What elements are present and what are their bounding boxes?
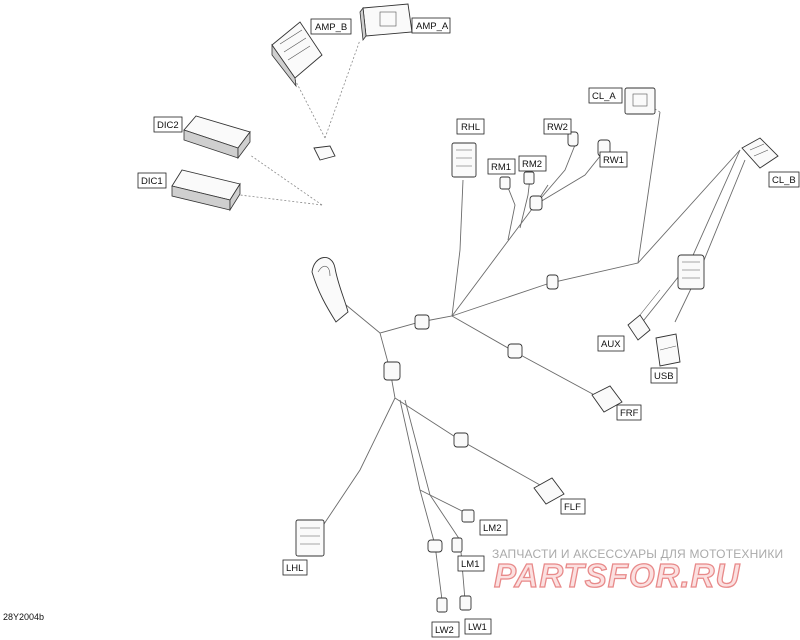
svg-text:CL_B: CL_B [772,175,796,186]
dic1-module [171,169,241,212]
usb-socket [655,333,681,367]
rw2-connector [567,131,579,147]
svg-text:LW1: LW1 [468,622,487,633]
svg-text:FLF: FLF [564,502,581,513]
svg-text:FRF: FRF [620,408,639,419]
label-lw2: LW2 [431,621,460,638]
label-rw1: RW1 [599,151,628,168]
label-flf: FLF [560,498,586,515]
amp-b-module [271,21,323,88]
svg-text:RM2: RM2 [522,159,542,170]
label-dic1: DIC1 [137,172,167,189]
label-cl-b: CL_B [768,171,800,188]
svg-text:USB: USB [654,371,674,382]
label-frf: FRF [616,404,642,421]
svg-text:LM2: LM2 [483,523,501,534]
svg-text:DIC2: DIC2 [157,120,179,131]
label-rm2: RM2 [518,155,547,172]
svg-text:LHL: LHL [286,563,303,574]
rhl-connector [451,142,477,178]
headlight-wire-conduit [311,257,349,323]
svg-text:RM1: RM1 [491,162,511,173]
lm1-connector [451,537,463,553]
svg-text:LW2: LW2 [435,625,454,636]
frf-speaker-connector [591,385,623,413]
svg-text:AMP_B: AMP_B [315,22,347,33]
label-rhl: RHL [456,118,485,135]
lhl-connector [295,519,325,557]
dic2-module [183,115,251,160]
label-dic2: DIC2 [153,116,183,133]
label-lm2: LM2 [479,519,508,536]
svg-text:RW2: RW2 [547,122,568,133]
svg-text:AUX: AUX [601,339,621,350]
lw1-connector [459,595,472,611]
rm2-connector [523,171,535,185]
cl-a-connector [624,87,656,115]
harness-wires [239,39,746,601]
figure-id: 28Y2004b [3,612,45,622]
watermark-logo-text: PARTSFOR.RU [494,557,740,594]
svg-text:DIC1: DIC1 [141,176,163,187]
label-usb: USB [650,367,678,384]
cl-b-connector [741,137,779,169]
label-lw1: LW1 [464,618,492,635]
svg-text:RHL: RHL [461,122,480,133]
svg-text:CL_A: CL_A [592,91,616,102]
svg-text:AMP_A: AMP_A [416,21,449,32]
label-amp-a: AMP_A [411,17,451,34]
label-lm1: LM1 [457,555,485,572]
label-rm1: RM1 [487,158,516,175]
amp-a-module [359,3,413,42]
aux-usb-junction [677,254,705,290]
svg-text:RW1: RW1 [603,155,624,166]
amp-connector [313,145,336,161]
label-rw2: RW2 [543,118,572,135]
watermark-tagline: ЗАПЧАСТИ И АКСЕССУАРЫ ДЛЯ МОТОТЕХНИКИ [492,547,784,561]
svg-text:LM1: LM1 [461,559,479,570]
lw2-connector [436,597,448,613]
label-amp-b: AMP_B [310,18,352,35]
aux-socket [627,289,661,341]
watermark-logo: PARTSFOR.RU [493,556,740,594]
label-aux: AUX [597,335,625,352]
rm1-connector [499,176,511,190]
harness-clip [383,195,559,553]
lm2-connector [461,509,475,523]
label-cl-a: CL_A [588,87,623,104]
label-lhl: LHL [282,559,308,576]
flf-speaker-connector [533,477,565,505]
